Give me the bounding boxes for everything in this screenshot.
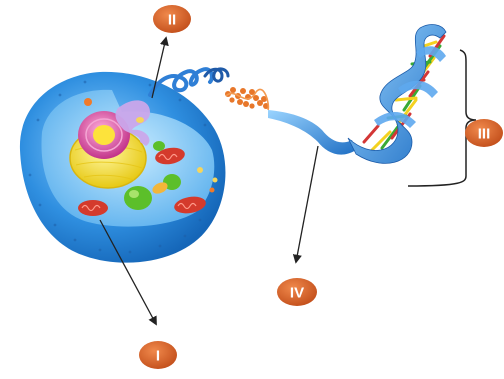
label-badge-ii: II <box>153 5 191 33</box>
label-ii: II <box>168 12 176 29</box>
label-badge-i: I <box>139 341 177 369</box>
label-i: I <box>156 348 160 365</box>
label-badge-iv: IV <box>277 278 317 306</box>
dna-ribbon-tail <box>268 110 356 155</box>
dna-helix-icon <box>268 25 446 164</box>
animal-cell-icon <box>20 72 226 263</box>
pointer-line-iv <box>296 146 318 262</box>
label-iii: III <box>478 126 491 143</box>
label-badge-iii: III <box>465 119 503 147</box>
label-iv: IV <box>290 285 304 302</box>
